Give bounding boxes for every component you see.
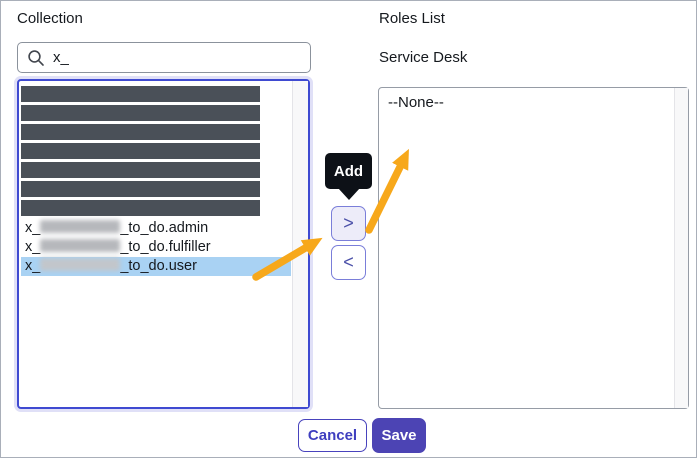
redacted-text-blur bbox=[40, 258, 121, 271]
collection-option-user-selected[interactable]: x_ _to_do.user bbox=[21, 257, 291, 276]
roles-option-none[interactable]: --None-- bbox=[388, 94, 444, 111]
redacted-text-blur bbox=[40, 220, 121, 233]
add-tooltip-label: Add bbox=[333, 162, 364, 180]
redacted-row[interactable] bbox=[21, 181, 260, 197]
redacted-row[interactable] bbox=[21, 105, 260, 121]
service-desk-label: Service Desk bbox=[379, 49, 468, 66]
redacted-row[interactable] bbox=[21, 143, 260, 159]
redacted-text-blur bbox=[40, 239, 121, 252]
redacted-row[interactable] bbox=[21, 162, 260, 178]
search-icon bbox=[27, 49, 45, 67]
roles-list-label: Roles List bbox=[379, 10, 445, 27]
remove-role-button[interactable]: < bbox=[331, 245, 366, 280]
add-tooltip: Add bbox=[325, 153, 372, 189]
chevron-left-icon: < bbox=[343, 252, 354, 272]
option-prefix: x_ bbox=[25, 239, 41, 255]
search-value: x_ bbox=[53, 49, 69, 66]
redacted-row[interactable] bbox=[21, 200, 260, 216]
option-suffix: _to_do.admin bbox=[120, 220, 209, 236]
chevron-right-icon: > bbox=[343, 213, 354, 233]
add-role-button[interactable]: > bbox=[331, 206, 366, 241]
collection-option-admin[interactable]: x_ _to_do.admin bbox=[21, 219, 291, 238]
redacted-row[interactable] bbox=[21, 124, 260, 140]
option-prefix: x_ bbox=[25, 258, 41, 274]
roles-scrollbar[interactable] bbox=[674, 88, 688, 408]
cancel-button[interactable]: Cancel bbox=[298, 419, 367, 452]
save-button[interactable]: Save bbox=[372, 418, 426, 453]
option-prefix: x_ bbox=[25, 220, 41, 236]
collection-scrollbar[interactable] bbox=[292, 81, 308, 407]
redacted-row[interactable] bbox=[21, 86, 260, 102]
roles-listbox[interactable]: --None-- bbox=[378, 87, 689, 409]
option-suffix: _to_do.user bbox=[120, 258, 197, 274]
collection-listbox[interactable]: x_ _to_do.admin x_ _to_do.fulfiller x_ _to_… bbox=[17, 79, 310, 409]
collection-option-fulfiller[interactable]: x_ _to_do.fulfiller bbox=[21, 238, 291, 257]
collection-label: Collection bbox=[17, 10, 83, 27]
search-input[interactable]: x_ bbox=[17, 42, 311, 73]
option-suffix: _to_do.fulfiller bbox=[120, 239, 211, 255]
